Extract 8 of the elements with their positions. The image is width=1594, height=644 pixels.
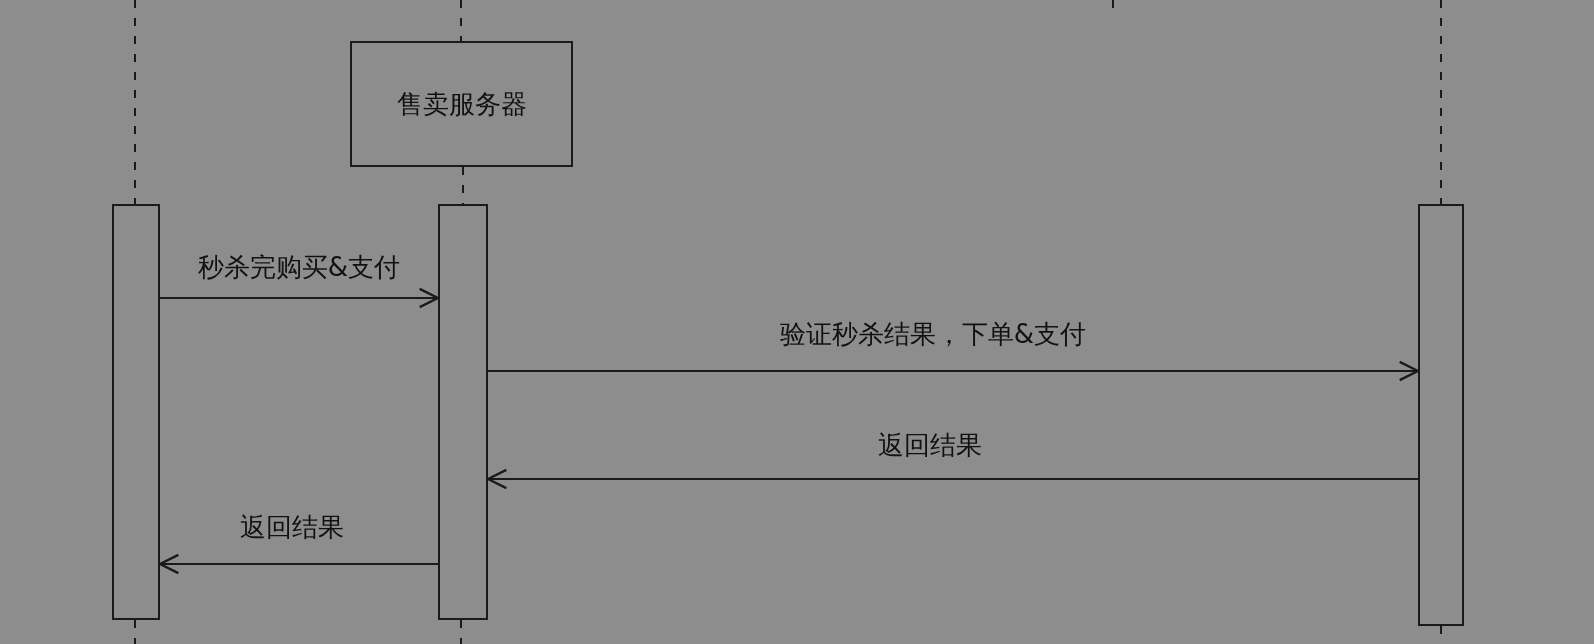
server-label: 售卖服务器 xyxy=(396,87,527,121)
activation-bar xyxy=(1418,204,1464,626)
arrow xyxy=(159,287,440,309)
server-box xyxy=(350,41,573,167)
activation-bar xyxy=(112,204,160,620)
arrow xyxy=(487,360,1420,382)
lifeline xyxy=(462,166,464,205)
activation-bar xyxy=(438,204,488,620)
